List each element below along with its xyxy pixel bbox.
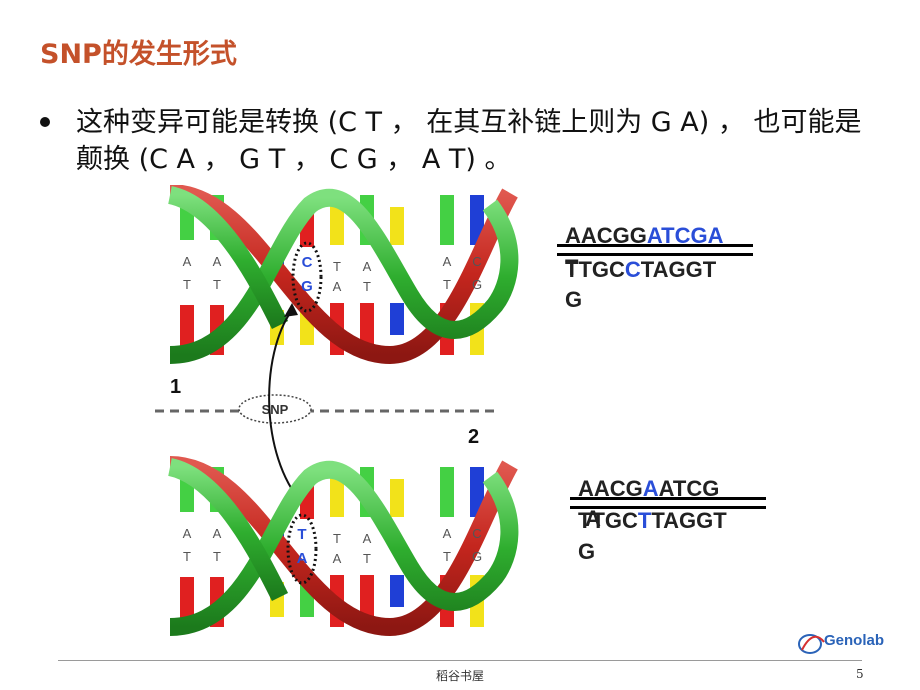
base-letter: T bbox=[213, 549, 221, 564]
base-letter: T bbox=[183, 277, 191, 292]
seq-highlight: T bbox=[637, 508, 652, 533]
bullet-text: 这种变异可能是转换 (C T ， 在其互补链上则为 G A) ， 也可能是颠换 … bbox=[76, 107, 862, 175]
base-letter: A bbox=[213, 254, 222, 269]
base-letter: G bbox=[472, 277, 482, 292]
sequence-1-overlap: T bbox=[565, 255, 579, 280]
sequence-1-line-3: G bbox=[565, 287, 583, 312]
base-letter: T bbox=[443, 277, 451, 292]
snp-base-bottom: A bbox=[297, 550, 308, 567]
logo-text: Genolab bbox=[824, 632, 885, 649]
snp-highlight-bottom bbox=[286, 513, 318, 585]
snp-highlight-top bbox=[291, 241, 323, 313]
strand-green-top-left bbox=[167, 186, 289, 330]
footer-divider bbox=[58, 660, 862, 661]
base-letter: T bbox=[183, 549, 191, 564]
seq-text: AACGG bbox=[565, 223, 647, 248]
seq-highlight: A bbox=[642, 476, 659, 501]
base-letter: A bbox=[333, 551, 342, 566]
sequence-underline bbox=[557, 253, 753, 256]
base-letter: A bbox=[363, 259, 372, 274]
seq-text: TAGGT bbox=[640, 257, 717, 282]
seq-text: TTGC bbox=[565, 257, 625, 282]
base-letter: T bbox=[333, 259, 341, 274]
seq-highlight: C bbox=[624, 257, 641, 282]
strand-red-bottom bbox=[169, 456, 518, 637]
base-letter: C bbox=[472, 254, 481, 269]
base-letter: T bbox=[333, 531, 341, 546]
base-letter: T bbox=[443, 549, 451, 564]
slide-title: SNP的发生形式 bbox=[40, 39, 237, 70]
base-letter: T bbox=[363, 551, 371, 566]
base-letter: A bbox=[183, 526, 192, 541]
snp-base-top: T bbox=[297, 526, 306, 543]
base-letter: T bbox=[363, 279, 371, 294]
base-letter: A bbox=[443, 526, 452, 541]
sequence-1-line-1: AACGGATCGA bbox=[565, 222, 723, 250]
sequence-1-line-2: TTGCCTAGGT bbox=[565, 256, 716, 284]
seq-text: TAGGT bbox=[651, 508, 727, 533]
snp-label: SNP bbox=[262, 402, 289, 417]
strand-green-bottom-left bbox=[167, 458, 289, 602]
snp-arrow-head bbox=[284, 303, 298, 317]
seq-text: ATCG bbox=[658, 476, 720, 501]
sequence-underline bbox=[570, 497, 766, 500]
strand-red-top bbox=[169, 185, 518, 365]
sequence-2-overlap: A bbox=[585, 506, 601, 531]
sequence-2-line-2: TTGCTTAGGT bbox=[578, 507, 727, 535]
sequence-underline bbox=[570, 506, 766, 509]
footer-text: 稻谷书屋 bbox=[435, 669, 484, 683]
genolab-logo-icon bbox=[798, 634, 825, 654]
bullet-dot bbox=[40, 117, 50, 127]
base-letter: T bbox=[213, 277, 221, 292]
seq-text: ATCGA bbox=[646, 223, 724, 248]
page-number: 5 bbox=[856, 667, 864, 681]
seq-text: AACG bbox=[578, 476, 643, 501]
snp-base-top: C bbox=[302, 254, 313, 271]
base-letter: G bbox=[472, 549, 482, 564]
snp-base-bottom: G bbox=[301, 278, 313, 295]
base-letter: C bbox=[472, 526, 481, 541]
helix-label-2: 2 bbox=[468, 426, 479, 448]
snp-oval bbox=[238, 394, 312, 424]
helix-bottom: A T A T T A A T A T C G T A bbox=[167, 456, 519, 637]
base-letter: A bbox=[443, 254, 452, 269]
seq-text: TTGC bbox=[578, 508, 638, 533]
base-letter: A bbox=[213, 526, 222, 541]
snp-arrow bbox=[268, 309, 303, 504]
helix-label-1: 1 bbox=[170, 376, 181, 398]
sequence-2-line-1: AACGAATCG bbox=[578, 475, 719, 503]
base-letter: A bbox=[183, 254, 192, 269]
sequence-2-line-3: G bbox=[578, 539, 596, 564]
helix-top: A T A T T A A T A T C G C G bbox=[167, 185, 519, 365]
dna-diagram: A T A T T A A T A T C G C G 1 SNP 2 bbox=[155, 185, 519, 637]
sequence-underline bbox=[557, 244, 753, 247]
base-letter: A bbox=[333, 279, 342, 294]
base-letter: A bbox=[363, 531, 372, 546]
